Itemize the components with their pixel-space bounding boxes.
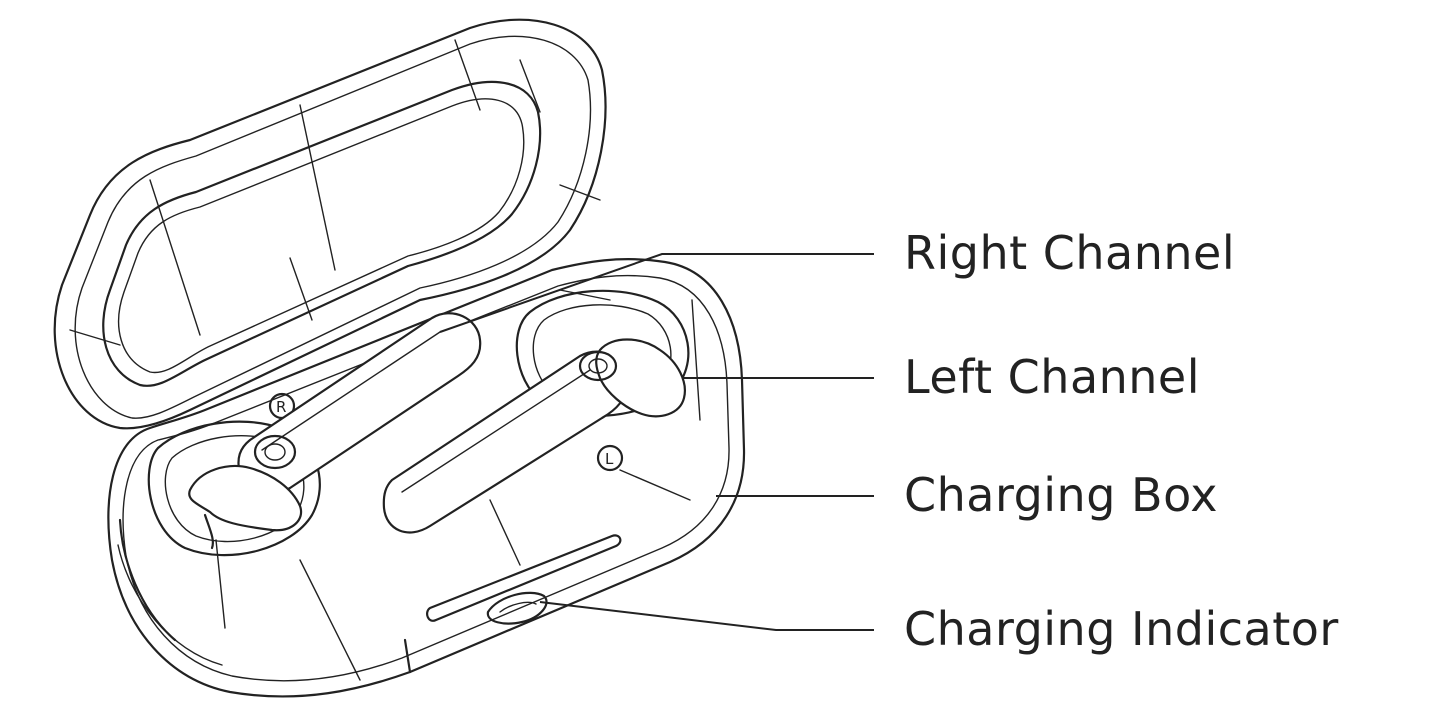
charging-box-label: Charging Box: [904, 468, 1219, 522]
right-channel-label: Right Channel: [904, 226, 1236, 280]
case-lid: [53, 18, 607, 430]
right-side-mark: R: [276, 398, 286, 416]
left-channel-label: Left Channel: [904, 350, 1201, 404]
charging-indicator-label: Charging Indicator: [904, 602, 1339, 656]
charging-indicator-light: [486, 591, 548, 625]
right-channel-leader: [439, 253, 874, 333]
left-side-mark: L: [605, 450, 614, 468]
left-earbud: [382, 338, 686, 534]
charging-indicator-leader: [539, 601, 874, 631]
right-earbud: [188, 312, 482, 550]
left-side-mark-icon: [596, 444, 624, 472]
